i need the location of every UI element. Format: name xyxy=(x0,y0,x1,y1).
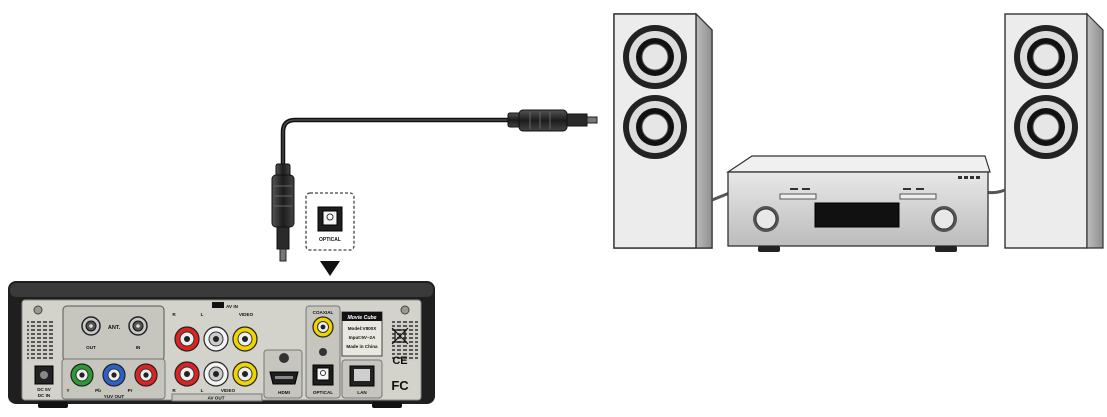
ant-in-label: IN xyxy=(136,345,141,350)
rca-in-white xyxy=(203,326,229,352)
rca-in-red xyxy=(174,326,200,352)
lan-port: LAN xyxy=(341,359,383,399)
ant-out-label: OUT xyxy=(86,345,96,350)
amplifier-display xyxy=(814,202,900,228)
yuv-out-section: Y Pb Pr YUV OUT xyxy=(61,358,166,400)
dc-label-2: DC IN xyxy=(38,393,51,398)
fcc-mark: FC xyxy=(391,378,409,393)
model-line-1: Model:V800X xyxy=(348,326,378,331)
hdmi-label: HDMI xyxy=(278,390,290,395)
av-in-video-label: VIDEO xyxy=(239,312,254,317)
volume-knob-left xyxy=(753,206,779,232)
coaxial-label: COAXIAL xyxy=(313,310,334,315)
av-in-l-label: L xyxy=(201,312,204,317)
av-in-section: AV IN R L VIDEO xyxy=(172,302,258,352)
woofer-top xyxy=(1014,25,1078,89)
woofer-bottom xyxy=(623,95,687,159)
rca-out-red xyxy=(174,361,200,387)
volume-knob-right xyxy=(931,206,957,232)
av-out-video-label: VIDEO xyxy=(221,388,236,393)
woofer-bottom xyxy=(1014,95,1078,159)
av-in-r-label: R xyxy=(172,312,176,317)
dc-in-jack: DC 5V DC IN xyxy=(34,365,54,398)
compliance-marks: CE FC xyxy=(391,327,409,393)
vent-left xyxy=(27,321,53,361)
rca-yuv-green xyxy=(70,363,94,387)
label-plate: Movie Cube Model:V800X Input:5V–2A Made … xyxy=(341,311,383,357)
model-line-3: Made in China xyxy=(346,344,378,349)
optical-callout-label: OPTICAL xyxy=(319,237,341,243)
yuv-pr-label: Pr xyxy=(128,388,133,393)
woofer-top xyxy=(623,25,687,89)
ant-label: ANT. xyxy=(108,325,121,331)
brand-label: Movie Cube xyxy=(347,315,376,321)
dc-label-1: DC 5V xyxy=(37,387,51,392)
optical-label: OPTICAL xyxy=(313,390,333,395)
rca-out-white xyxy=(203,361,229,387)
av-in-label: AV IN xyxy=(226,304,239,309)
optical-port xyxy=(312,364,334,386)
av-out-label: AV OUT xyxy=(207,396,224,401)
media-player-back-panel: ANT. OUT IN AV IN R L VIDEO xyxy=(8,281,435,408)
lan-label: LAN xyxy=(357,390,367,395)
coaxial-port xyxy=(312,316,334,338)
speaker-left xyxy=(613,12,713,249)
yuv-y-label: Y xyxy=(66,388,69,393)
optical-cable xyxy=(271,109,598,262)
yuv-pb-label: Pb xyxy=(95,388,101,393)
rca-yuv-blue xyxy=(102,363,126,387)
weee-bin-icon xyxy=(391,327,409,345)
arrow-down-icon xyxy=(320,261,340,276)
amplifier-receiver xyxy=(726,155,991,252)
ce-mark: CE xyxy=(392,355,407,367)
yuv-out-label: YUV OUT xyxy=(104,394,125,399)
model-line-2: Input:5V–2A xyxy=(349,335,376,340)
rca-yuv-red xyxy=(134,363,158,387)
antenna-section: ANT. OUT IN xyxy=(62,305,165,362)
speaker-right xyxy=(1004,12,1104,249)
hdmi-port: HDMI xyxy=(263,349,303,399)
digital-audio-section: COAXIAL OPTICAL xyxy=(305,305,341,399)
av-out-section: R L VIDEO AV OUT xyxy=(171,361,263,402)
av-out-r-label: R xyxy=(172,388,176,393)
rca-in-yellow xyxy=(232,326,258,352)
optical-port-callout: OPTICAL xyxy=(305,192,355,276)
av-out-l-label: L xyxy=(201,388,204,393)
rca-out-yellow xyxy=(232,361,258,387)
optical-plug-horizontal xyxy=(507,109,598,132)
optical-plug-vertical xyxy=(271,163,295,262)
